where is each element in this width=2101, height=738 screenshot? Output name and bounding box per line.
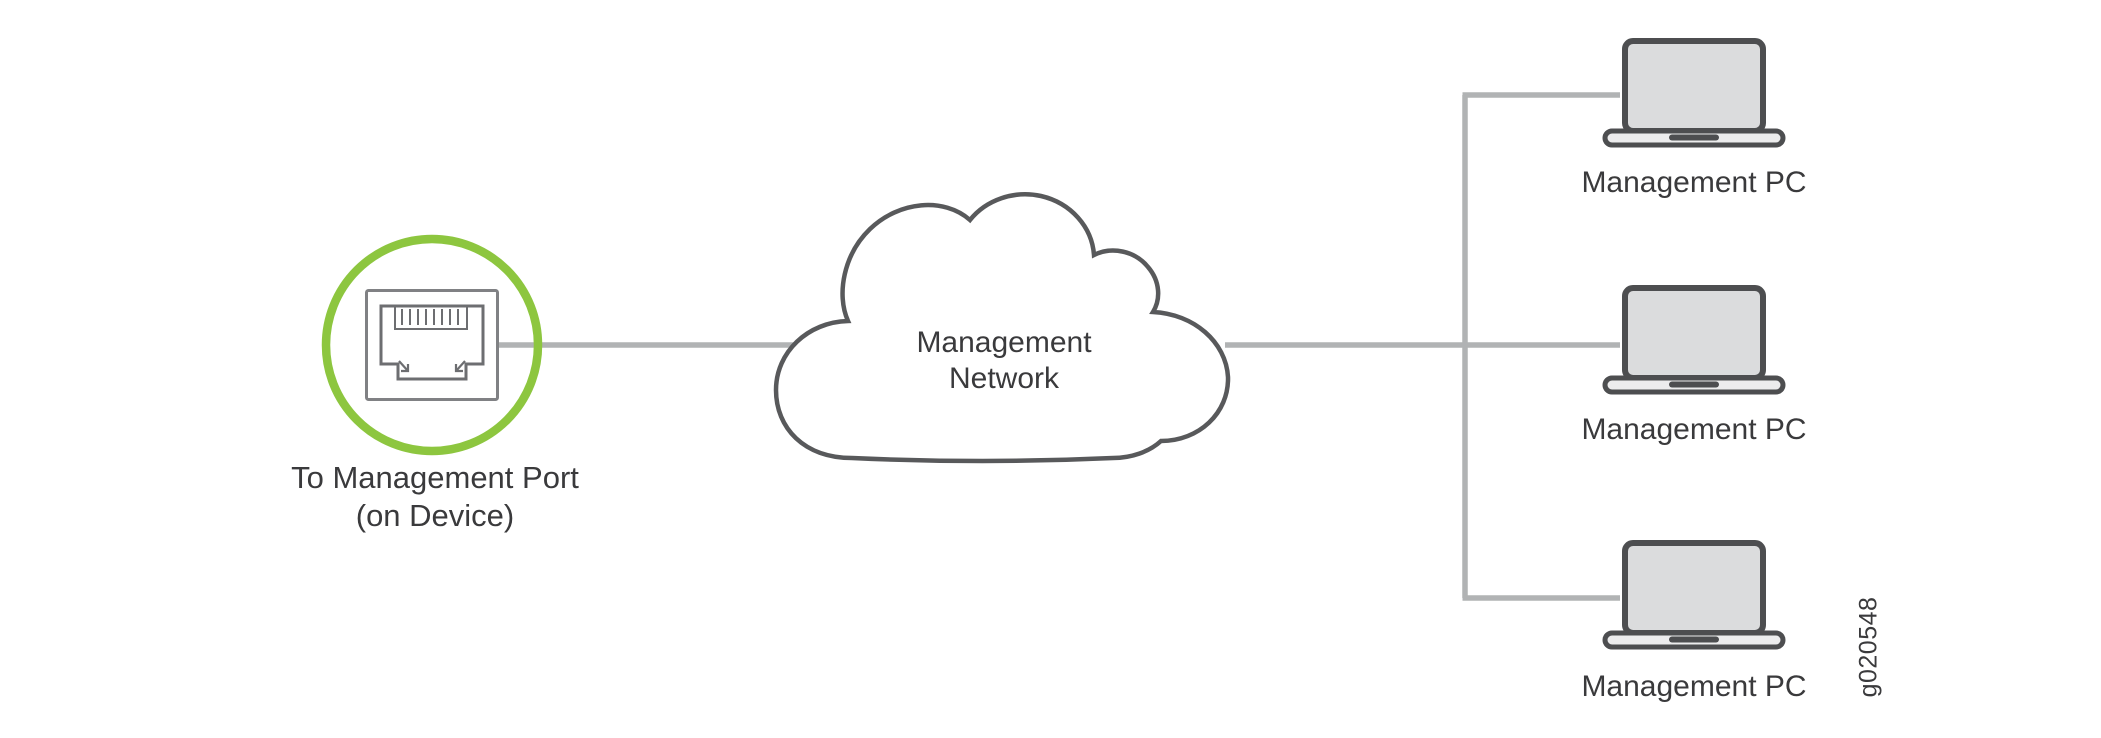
connector-lines xyxy=(480,92,1620,601)
laptop-icon xyxy=(1605,543,1783,647)
figure-id-label: g020548 xyxy=(1854,596,1883,698)
cloud-label-line1: Management xyxy=(916,326,1092,359)
port-latch-left xyxy=(398,360,410,373)
port-pin-box xyxy=(394,305,468,330)
cloud-label-line2: Network xyxy=(948,362,1060,395)
network-cloud-icon xyxy=(773,192,1231,464)
port-label-line1: To Management Port xyxy=(291,460,579,495)
port-jack-outline xyxy=(379,304,485,381)
rj45-port-icon xyxy=(365,289,499,401)
port-label: To Management Port (on Device) xyxy=(291,459,579,535)
laptop-icon xyxy=(1605,288,1783,392)
port-latch-right xyxy=(454,360,466,373)
cloud-label: Management Network xyxy=(916,325,1091,397)
port-highlight-circle xyxy=(321,234,543,456)
port-pins xyxy=(401,309,459,325)
pc-label: Management PC xyxy=(1581,413,1807,446)
pc-label: Management PC xyxy=(1581,166,1807,199)
pc-label: Management PC xyxy=(1581,670,1807,703)
laptop-icon xyxy=(1605,41,1783,145)
port-label-line2: (on Device) xyxy=(355,498,515,533)
